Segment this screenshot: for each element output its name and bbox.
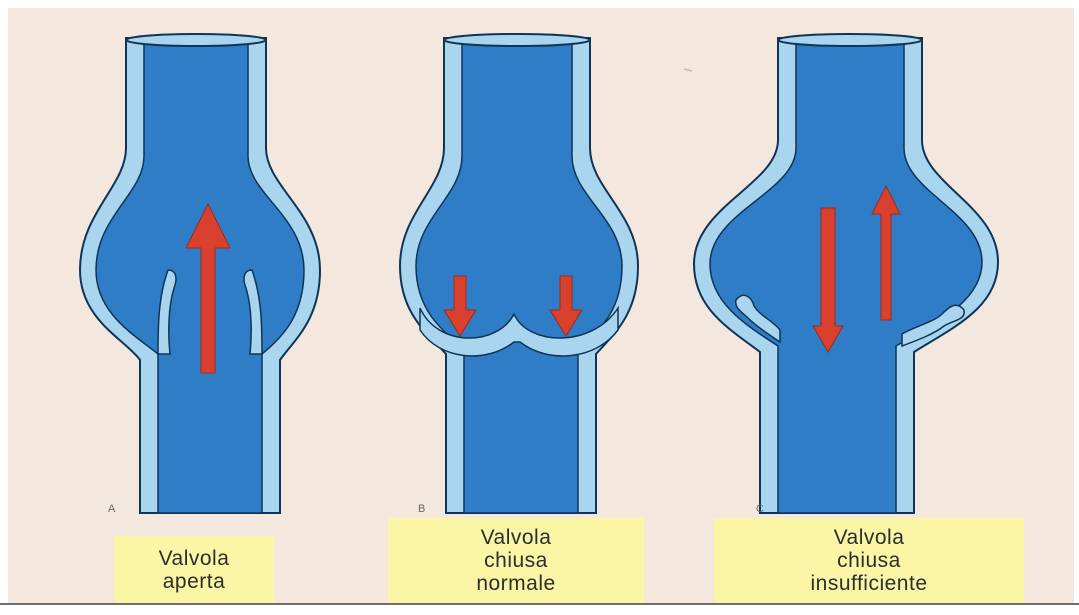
panel-letter-b: B: [418, 503, 425, 515]
caption-c-line-2: chiusa: [837, 549, 901, 572]
caption-b-line-3: normale: [476, 572, 555, 595]
vein-valve-diagram: A B C: [8, 8, 1074, 603]
vein-c-lumen: [710, 42, 982, 513]
panel-letter-c: C: [756, 503, 764, 515]
vein-c-opening: [778, 34, 922, 46]
caption-c-line-1: Valvola: [834, 526, 905, 549]
vein-a: [80, 34, 320, 513]
diagram-frame: A B C Valvola aperta Valvola chiusa norm…: [8, 8, 1074, 603]
bottom-border: [0, 603, 1079, 605]
caption-a-line-2: aperta: [163, 570, 226, 593]
vein-b: [400, 34, 638, 513]
caption-a-line-1: Valvola: [159, 547, 230, 570]
scan-mark: [684, 69, 692, 71]
caption-c-line-3: insufficiente: [810, 572, 927, 595]
caption-c: Valvola chiusa insufficiente: [714, 518, 1024, 603]
caption-b: Valvola chiusa normale: [388, 518, 644, 603]
caption-a: Valvola aperta: [114, 536, 274, 603]
vein-b-opening: [444, 34, 590, 46]
panel-letter-a: A: [108, 503, 116, 515]
caption-b-line-1: Valvola: [481, 526, 552, 549]
caption-b-line-2: chiusa: [484, 549, 548, 572]
vein-c: [694, 34, 998, 513]
vein-a-opening: [126, 34, 266, 46]
